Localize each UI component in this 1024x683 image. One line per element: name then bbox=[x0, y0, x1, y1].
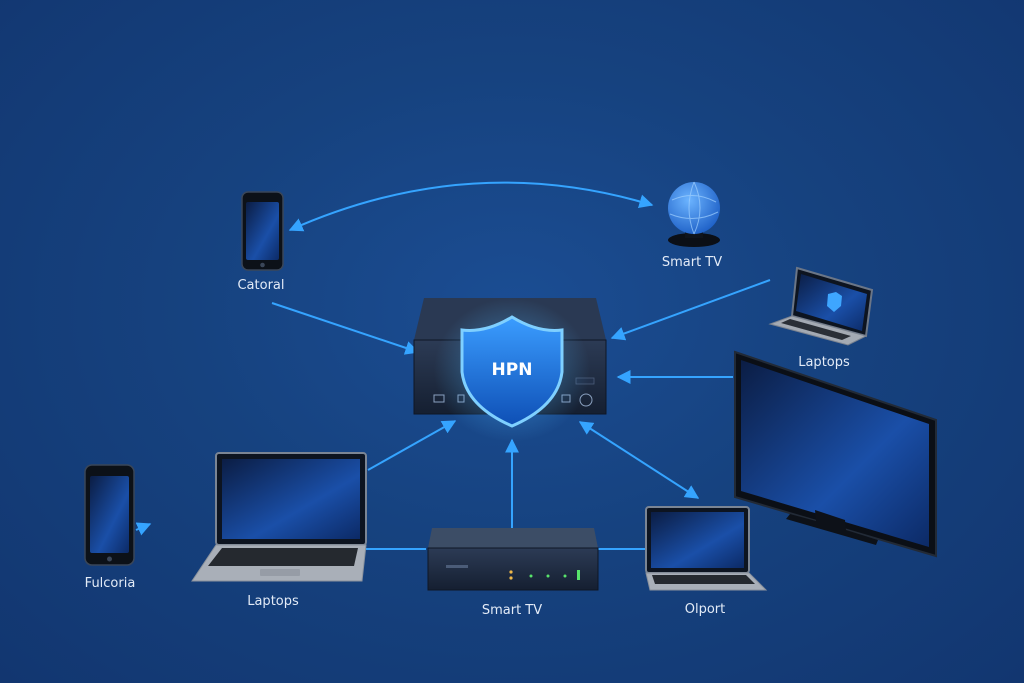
smartphone-icon bbox=[84, 464, 135, 566]
monitor-icon bbox=[734, 350, 937, 558]
arrow-phone-globe bbox=[288, 181, 654, 232]
arrow-laptop-left-hub bbox=[367, 420, 457, 471]
node-label-phone-left: Fulcoria bbox=[84, 576, 136, 591]
smartphone-icon bbox=[241, 191, 284, 271]
node-label-laptop-small: Laptops bbox=[798, 355, 850, 370]
arrow-phone-left bbox=[135, 522, 152, 536]
vpn-hub: HPN bbox=[413, 298, 607, 442]
router-icon bbox=[427, 528, 599, 591]
node-label-laptop-left: Laptops bbox=[247, 594, 299, 609]
globe-icon bbox=[668, 181, 720, 247]
node-label-globe: Smart TV bbox=[661, 255, 723, 270]
node-label-router: Smart TV bbox=[481, 603, 543, 618]
laptop-icon bbox=[191, 452, 367, 582]
arrow-hub-laptop-right bbox=[578, 421, 700, 499]
node-label-laptop-right: Olport bbox=[684, 602, 726, 617]
laptop-icon bbox=[645, 506, 768, 591]
shield-label: HPN bbox=[492, 360, 533, 380]
arrow-phone-hub bbox=[271, 302, 420, 355]
shield-icon bbox=[460, 315, 564, 428]
laptop-icon bbox=[768, 266, 874, 346]
connections bbox=[135, 181, 771, 550]
arrow-laptop-small-hub bbox=[610, 279, 771, 341]
node-label-phone-top: Catoral bbox=[237, 278, 285, 293]
